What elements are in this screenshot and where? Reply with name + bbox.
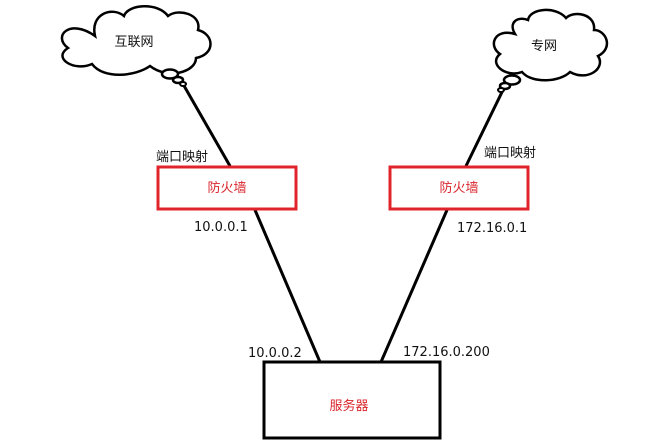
link-private-firewall [464,89,505,167]
firewall-right-label: 防火墙 [439,180,478,196]
server: 服务器 [262,360,442,440]
ip-firewall-left: 10.0.0.1 [194,220,248,235]
link-firewall-left-server [253,209,322,363]
firewall-left-label: 防火墙 [207,180,246,196]
server-label: 服务器 [329,398,368,414]
link-firewall-right-server [379,209,449,363]
internet-cloud: 互联网 [60,5,212,87]
private-network-label: 专网 [531,39,557,54]
port-mapping-left-label: 端口映射 [156,149,208,165]
firewall-left: 防火墙 [156,165,298,211]
ip-server-right: 172.16.0.200 [403,345,490,360]
firewall-right: 防火墙 [388,165,530,211]
private-network-cloud: 专网 [492,8,609,93]
ip-server-left: 10.0.0.2 [248,346,302,361]
port-mapping-right-label: 端口映射 [484,145,536,161]
link-internet-firewall [181,83,232,167]
internet-label: 互联网 [114,35,153,50]
ip-firewall-right: 172.16.0.1 [457,221,527,236]
